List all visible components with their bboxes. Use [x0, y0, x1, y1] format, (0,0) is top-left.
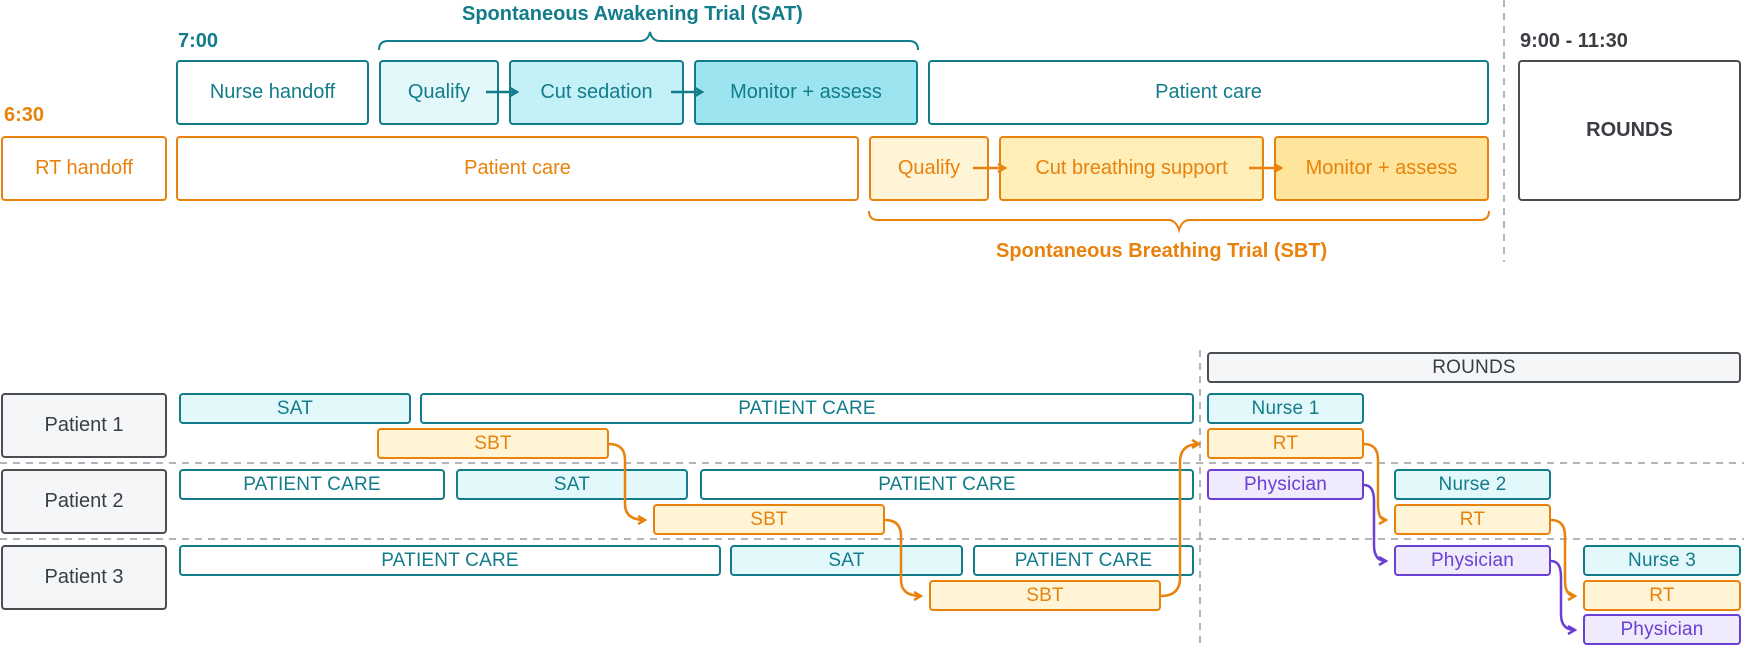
p3-rt-box: RT	[1583, 580, 1741, 611]
time-label-630: 6:30	[4, 104, 45, 126]
connector-p2rt-p3rt	[1550, 518, 1575, 596]
connector-p2phys-p3phys	[1363, 483, 1386, 561]
p2-sat-box: SAT	[456, 469, 688, 500]
connector-p3sbt-p1rt	[1160, 444, 1199, 598]
p3-sbt-box: SBT	[929, 580, 1161, 611]
sbt-title: Spontaneous Breathing Trial (SBT)	[996, 240, 1328, 262]
sbt-brace	[868, 210, 1490, 234]
connector-p3phys-p3phys2	[1550, 559, 1575, 630]
time-label-700: 7:00	[178, 30, 219, 52]
sat-title: Spontaneous Awakening Trial (SAT)	[462, 3, 803, 25]
rt-patient-care-box: Patient care	[176, 136, 859, 201]
top-rounds-box: ROUNDS	[1518, 60, 1741, 201]
connector-p1sbt-p2sbt	[608, 442, 645, 520]
sat-brace	[378, 31, 919, 51]
patient-1-label: Patient 1	[1, 393, 167, 458]
connector-p1rt-p2rt	[1363, 442, 1386, 520]
time-label-rounds: 9:00 - 11:30	[1520, 30, 1628, 52]
connector-p2sbt-p3sbt	[884, 518, 921, 596]
